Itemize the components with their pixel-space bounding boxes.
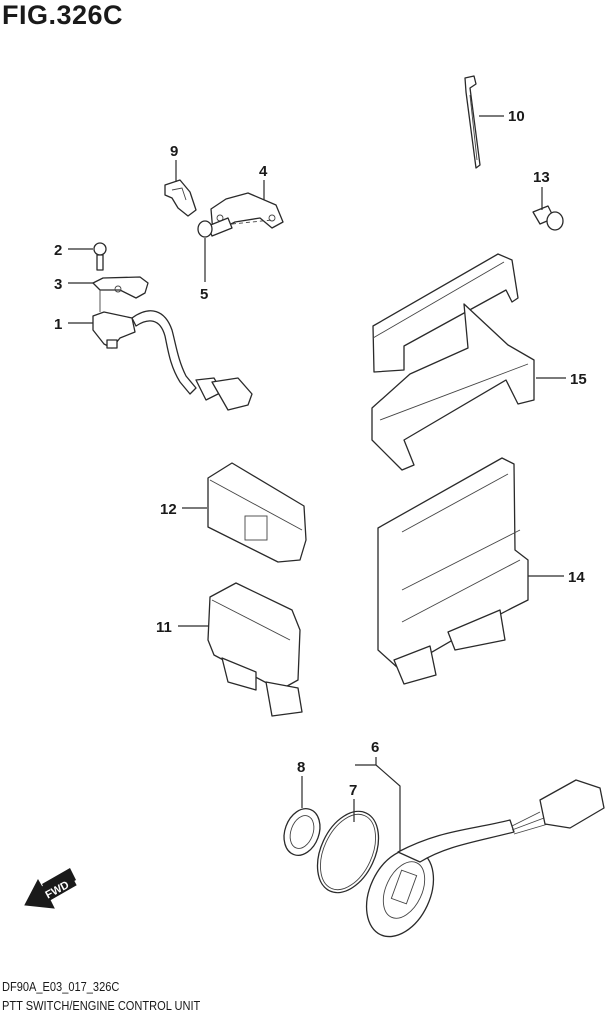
callout-5[interactable]: 5 xyxy=(200,286,208,303)
callout-3[interactable]: 3 xyxy=(54,276,62,293)
callout-10[interactable]: 10 xyxy=(508,108,525,125)
part-6-ptt-switch[interactable] xyxy=(353,779,605,947)
callout-11[interactable]: 11 xyxy=(156,619,172,636)
callout-4[interactable]: 4 xyxy=(259,163,268,180)
figure-title: FIG.326C xyxy=(2,0,124,30)
callout-2[interactable]: 2 xyxy=(54,242,62,259)
callout-7[interactable]: 7 xyxy=(349,782,357,799)
part-15-ecm-cushion[interactable] xyxy=(371,253,535,471)
figure-caption: PTT SWITCH/ENGINE CONTROL UNIT xyxy=(2,998,201,1013)
callout-12[interactable]: 12 xyxy=(160,501,177,518)
part-5-bolt[interactable] xyxy=(197,217,233,238)
part-10-cable-tie[interactable] xyxy=(464,75,481,169)
part-2-screw[interactable] xyxy=(93,242,107,271)
callout-6[interactable]: 6 xyxy=(371,739,379,756)
part-8-nut[interactable] xyxy=(278,804,326,861)
part-7-o-ring[interactable] xyxy=(305,802,390,903)
part-13-bolt[interactable] xyxy=(532,205,564,231)
part-3-plate[interactable] xyxy=(92,276,149,299)
drawing-code: DF90A_E03_017_326C xyxy=(2,979,120,994)
part-11-relay[interactable] xyxy=(207,582,303,717)
part-1-trim-sensor[interactable] xyxy=(92,310,253,411)
callout-14[interactable]: 14 xyxy=(568,569,585,586)
callout-8[interactable]: 8 xyxy=(297,759,305,776)
callout-15[interactable]: 15 xyxy=(570,371,587,388)
callout-9[interactable]: 9 xyxy=(170,143,178,160)
leader-line-6 xyxy=(355,764,401,856)
part-12-relay-cover[interactable] xyxy=(207,462,307,563)
fwd-direction-arrow: FWD xyxy=(24,868,77,909)
part-9-clamp[interactable] xyxy=(164,179,197,217)
part-14-ecm[interactable] xyxy=(377,457,529,685)
callout-1[interactable]: 1 xyxy=(54,316,62,333)
callout-13[interactable]: 13 xyxy=(533,169,550,186)
